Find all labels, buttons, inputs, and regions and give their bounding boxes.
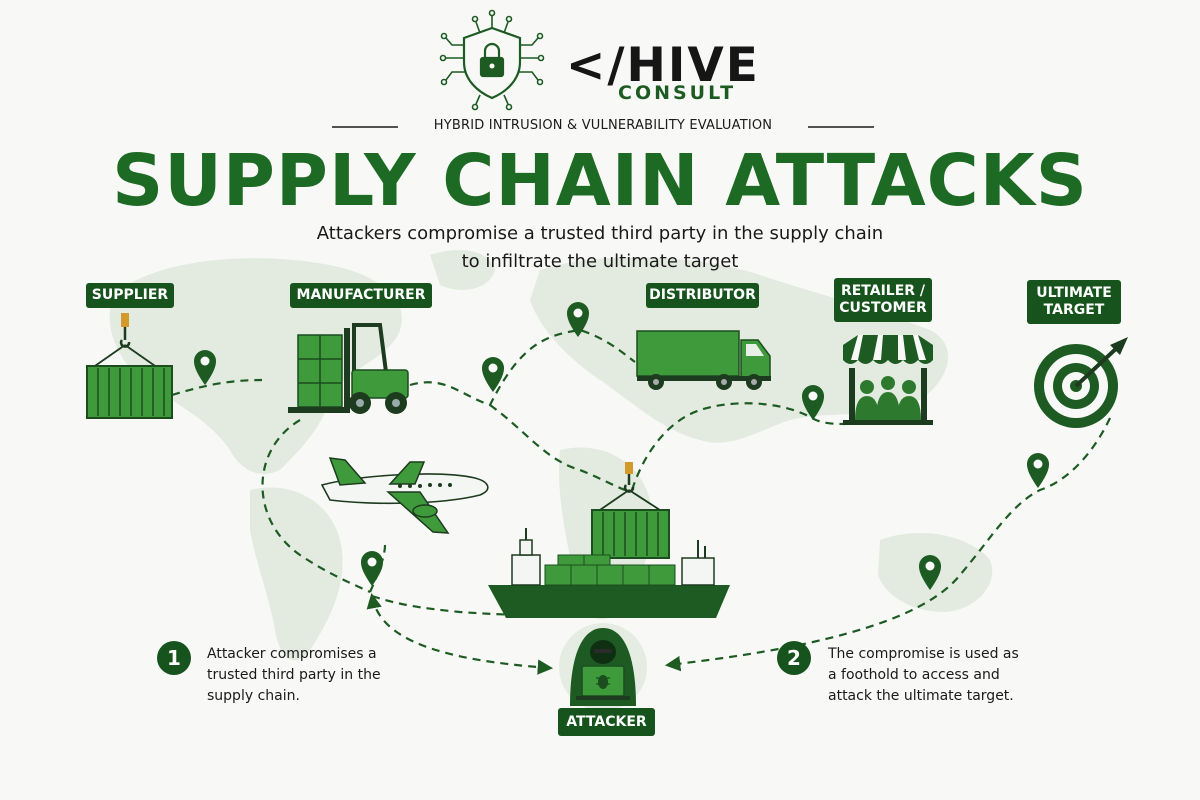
step-2-line-2: a foothold to access and: [828, 667, 1000, 683]
step-1-text: Attacker compromises a trusted third par…: [207, 644, 427, 707]
label-retailer-line-1: RETAILER /: [840, 283, 926, 299]
target-icon: [1034, 337, 1128, 428]
hooded-hacker-icon: [559, 623, 647, 711]
step-1-line-2: trusted third party in the: [207, 667, 381, 683]
shield-lock-circuit-icon: [439, 9, 545, 111]
delivery-truck-icon: [636, 330, 771, 390]
brand-name: </HIVE: [566, 38, 760, 93]
cargo-ship-icon: [488, 528, 730, 618]
label-target-line-2: TARGET: [1043, 302, 1105, 318]
label-retailer-customer: RETAILER / CUSTOMER: [834, 278, 932, 322]
step-1-line-1: Attacker compromises a: [207, 646, 377, 662]
brand-tagline: HYBRID INTRUSION & VULNERABILITY EVALUAT…: [433, 118, 773, 133]
forklift-icon: [288, 323, 409, 414]
label-manufacturer: MANUFACTURER: [290, 283, 432, 308]
storefront-icon: [843, 335, 933, 425]
label-ultimate-target: ULTIMATE TARGET: [1027, 280, 1121, 324]
step-2-text: The compromise is used as a foothold to …: [828, 644, 1068, 707]
subtitle-line-2: to infiltrate the ultimate target: [461, 251, 739, 272]
brand-subtitle: CONSULT: [618, 82, 737, 104]
label-retailer-line-2: CUSTOMER: [839, 300, 927, 316]
label-supplier: SUPPLIER: [86, 283, 174, 308]
step-1-badge: 1: [157, 641, 191, 675]
step-1-line-3: supply chain.: [207, 688, 300, 704]
label-attacker: ATTACKER: [558, 708, 655, 736]
step-2-line-1: The compromise is used as: [828, 646, 1019, 662]
subtitle-line-1: Attackers compromise a trusted third par…: [316, 223, 884, 244]
step-2-badge: 2: [777, 641, 811, 675]
step-2-line-3: attack the ultimate target.: [828, 688, 1014, 704]
airplane-icon: [320, 457, 489, 534]
label-target-line-1: ULTIMATE: [1036, 285, 1112, 301]
crane-container-icon: [86, 313, 173, 419]
page-subtitle: Attackers compromise a trusted third par…: [250, 220, 950, 276]
label-distributor: DISTRIBUTOR: [646, 283, 759, 308]
page-title: SUPPLY CHAIN ATTACKS: [112, 139, 1088, 222]
hanging-container-icon: [591, 462, 670, 559]
